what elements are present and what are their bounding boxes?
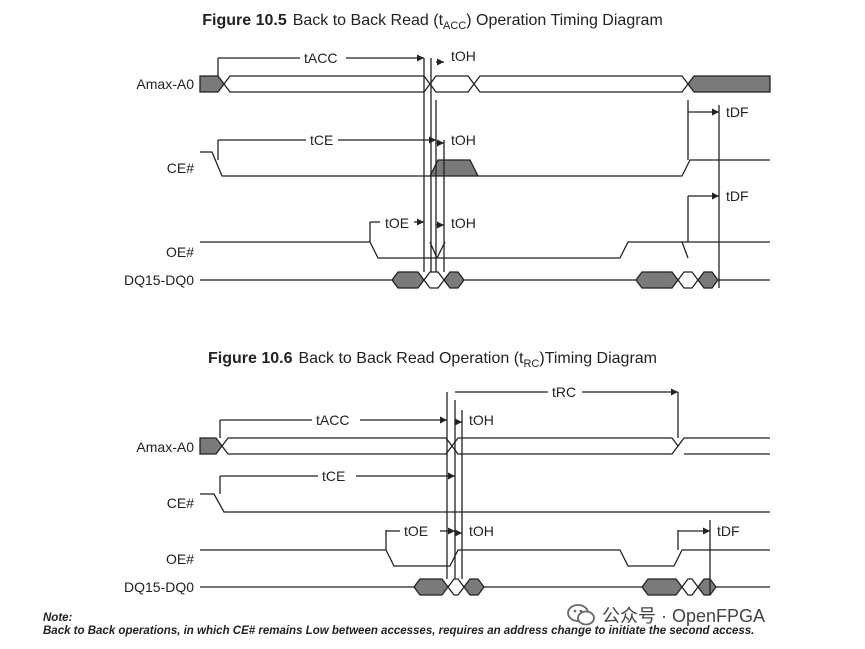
figure-title-text: Back to Back Read Operation (t	[298, 350, 524, 367]
fig2-tdf-label: tDF	[717, 523, 740, 539]
fig2-reference-lines	[219, 392, 711, 595]
fig2-ce-waveform	[200, 493, 770, 513]
fig1-tdf-label-2: tDF	[726, 188, 749, 204]
fig2-ce-label: CE#	[167, 495, 194, 511]
fig2-oe-waveform	[200, 549, 770, 567]
fig2-addr-waveform	[199, 437, 770, 455]
fig2-tacc-label: tACC	[316, 412, 349, 428]
timing-diagrams: Amax-A0 CE# OE# DQ15-DQ0 tACC tOH tCE tO…	[124, 48, 771, 596]
figure-title-subscript: RC	[523, 358, 540, 371]
fig2-timing-arrows	[220, 388, 710, 537]
note-text: Back to Back operations, in which CE# re…	[43, 625, 755, 637]
figure-10-6-title: Figure 10.6 Back to Back Read Operation (…	[0, 350, 865, 370]
figure-title-text-end: )Timing Diagram	[539, 350, 658, 367]
fig2-dq-label: DQ15-DQ0	[124, 579, 194, 595]
figure-number: Figure 10.6	[207, 350, 293, 367]
fig1-toe-label: tOE	[385, 215, 409, 231]
fig2-toh-label-2: tOH	[469, 523, 494, 539]
fig2-tce-label: tCE	[322, 468, 345, 484]
figure-10-5-title: Figure 10.5 Back to Back Read (tACC) Oper…	[0, 12, 865, 32]
fig2-addr-label: Amax-A0	[136, 439, 194, 455]
fig1-dq-waveform	[200, 271, 770, 289]
fig1-tce-label: tCE	[310, 132, 333, 148]
fig1-ce-waveform	[200, 151, 770, 177]
fig1-toh-label-3: tOH	[451, 215, 476, 231]
fig1-tdf-label-1: tDF	[726, 104, 749, 120]
wechat-logo-icon	[567, 604, 595, 626]
fig1-tacc-label: tACC	[304, 50, 337, 66]
figure-title-subscript: ACC	[443, 20, 467, 33]
fig1-oe-label: OE#	[166, 244, 194, 260]
fig1-ce-label: CE#	[167, 160, 194, 176]
fig1-addr-waveform	[199, 75, 771, 93]
fig2-dq-waveform	[200, 578, 770, 596]
fig2-oe-label: OE#	[166, 551, 194, 567]
figure-number: Figure 10.5	[202, 12, 287, 29]
figure-title-text-end: ) Operation Timing Diagram	[466, 12, 663, 29]
note-title: Note:	[43, 612, 73, 624]
fig1-oe-waveform	[200, 241, 770, 259]
fig2-toe-label: tOE	[404, 523, 428, 539]
watermark-text: 公众号 · OpenFPGA	[602, 606, 766, 626]
fig1-toh-label-2: tOH	[451, 132, 476, 148]
watermark: 公众号 · OpenFPGA	[566, 602, 765, 628]
fig1-toh-label-1: tOH	[451, 48, 476, 64]
fig1-addr-label: Amax-A0	[136, 76, 194, 92]
note-block: Note: Back to Back operations, in which …	[43, 612, 754, 637]
fig2-toh-label-1: tOH	[469, 412, 494, 428]
fig1-dq-label: DQ15-DQ0	[124, 272, 194, 288]
fig2-trc-label: tRC	[552, 384, 576, 400]
figure-title-text: Back to Back Read (t	[292, 12, 444, 29]
fig1-timing-arrows	[218, 54, 719, 229]
fig1-reference-lines	[217, 58, 720, 288]
